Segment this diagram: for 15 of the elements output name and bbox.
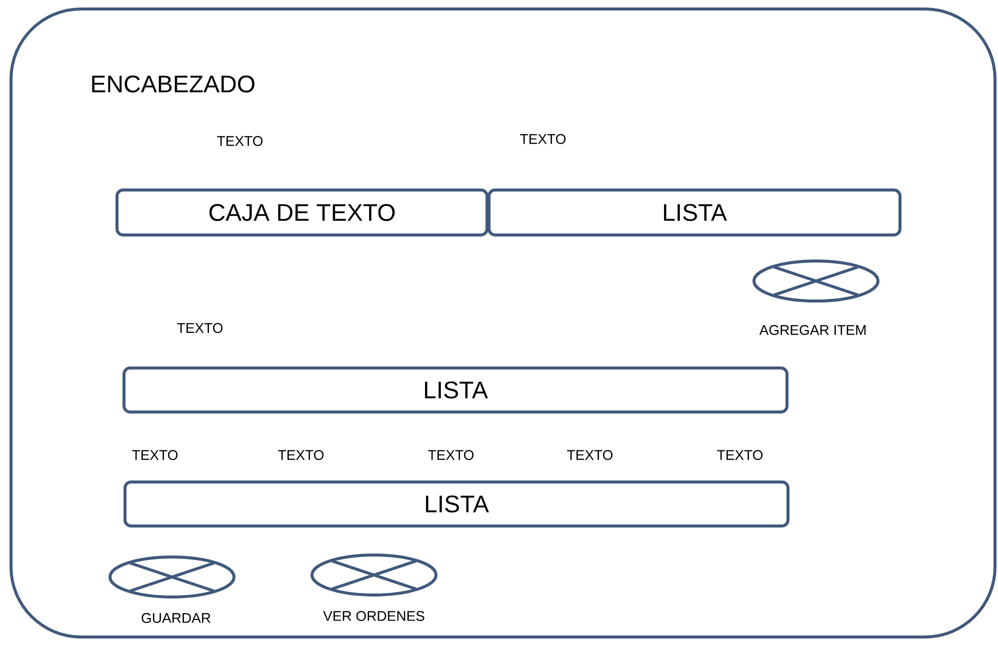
field-label: TEXTO — [717, 450, 763, 460]
button-label: AGREGAR ITEM — [759, 325, 866, 335]
list-box: LISTA — [124, 480, 790, 528]
field-label: TEXTO — [217, 136, 263, 146]
field-label: TEXTO — [132, 450, 178, 460]
field-label: TEXTO — [278, 450, 324, 460]
field-label: TEXTO — [428, 450, 474, 460]
field-label: TEXTO — [520, 134, 566, 144]
list-box: LISTA — [122, 366, 788, 414]
list-box: LISTA — [488, 188, 902, 236]
list-box: CAJA DE TEXTO — [116, 188, 488, 236]
field-label: TEXTO — [177, 323, 223, 333]
field-label: TEXTO — [567, 450, 613, 460]
button-label: GUARDAR — [142, 613, 210, 623]
button-label: VER ORDENES — [323, 611, 424, 621]
